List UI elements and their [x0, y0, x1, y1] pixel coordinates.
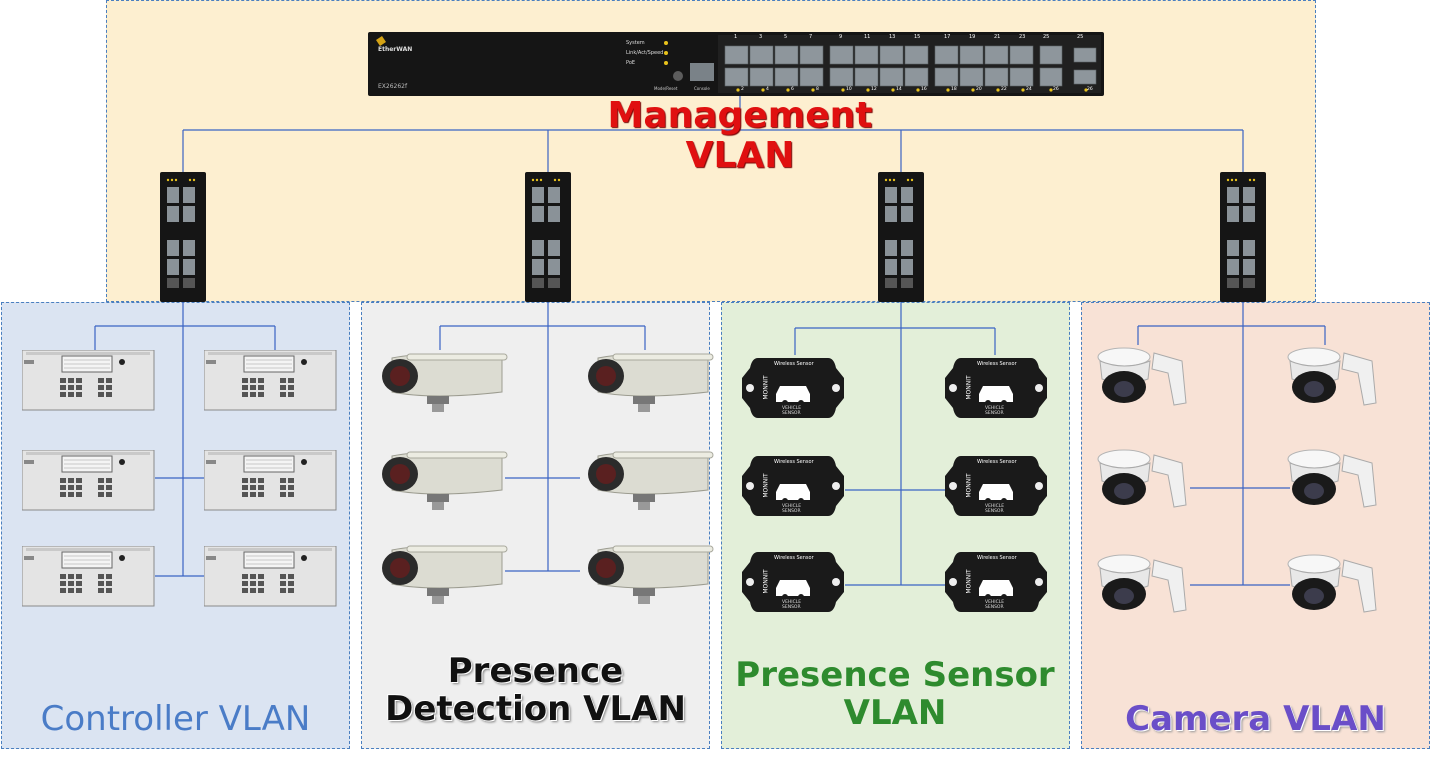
network-switch-icon	[368, 32, 1104, 96]
core-switch-model: EX26262f	[378, 83, 408, 90]
port-number: 11	[864, 34, 871, 40]
box-camera-icon	[587, 353, 714, 413]
port-number: 20	[976, 87, 982, 92]
sensor-brand: MONNIT	[965, 569, 973, 594]
sensor-line1: VEHICLE	[985, 504, 1005, 509]
box-camera-icon	[381, 451, 508, 511]
vehicle-sensor: Wireless Sensor MONNIT VEHICLE SENSOR	[742, 450, 846, 520]
management-vlan-label: Management VLAN	[607, 95, 873, 177]
sensor-header: Wireless Sensor	[774, 555, 814, 561]
port-number: 9	[839, 34, 843, 40]
port-number: 22	[1001, 87, 1007, 92]
sensor-line1: VEHICLE	[985, 406, 1005, 411]
box-camera-icon	[381, 353, 508, 413]
sensor-line1: VEHICLE	[985, 600, 1005, 605]
port-number: 17	[944, 34, 951, 40]
sensor-brand: MONNIT	[965, 375, 973, 400]
sensor-line1: VEHICLE	[782, 600, 802, 605]
vehicle-sensor: Wireless Sensor MONNIT VEHICLE SENSOR	[742, 352, 846, 422]
port-number: 25	[1077, 34, 1084, 40]
port-number: 24	[1026, 87, 1032, 92]
din-rail-switch-icon	[878, 172, 924, 302]
camera-vlan-label: Camera VLAN	[1125, 699, 1386, 739]
port-number: 12	[871, 87, 877, 92]
traffic-controller-icon	[22, 546, 155, 607]
traffic-controller-icon	[204, 546, 337, 607]
port-number: 3	[759, 34, 763, 40]
port-number: 25	[1043, 34, 1050, 40]
ptz-dome-camera-icon	[1287, 449, 1377, 508]
ptz-dome-camera-icon	[1287, 554, 1377, 613]
port-number: 14	[896, 87, 902, 92]
box-camera-icon	[381, 545, 508, 605]
vehicle-sensor: Wireless Sensor MONNIT VEHICLE SENSOR	[945, 450, 1049, 520]
sensor-header: Wireless Sensor	[977, 555, 1017, 561]
vehicle-sensor: Wireless Sensor MONNIT VEHICLE SENSOR	[945, 352, 1049, 422]
sensor-brand: MONNIT	[762, 569, 770, 594]
port-number: 7	[809, 34, 813, 40]
port-number: 1	[734, 34, 738, 40]
core-switch-led-link: Link/Act/Speed	[626, 50, 664, 56]
ptz-dome-camera-icon	[1097, 347, 1187, 406]
sensor-line2: SENSOR	[782, 411, 801, 416]
port-number: 10	[846, 87, 852, 92]
box-camera-icon	[587, 451, 714, 511]
sensor-line2: SENSOR	[782, 605, 801, 610]
core-switch-brand: EtherWAN	[378, 46, 413, 53]
core-switch-console: Console	[694, 86, 710, 91]
sensor-line2: SENSOR	[782, 509, 801, 514]
sensor-line2: SENSOR	[985, 411, 1004, 416]
box-camera-icon	[587, 545, 714, 605]
core-switch-led-system: System	[626, 40, 645, 46]
din-rail-switch-icon	[160, 172, 206, 302]
din-rail-switch-icon	[525, 172, 571, 302]
core-switch: EtherWAN EX26262f System Link/Act/Speed …	[368, 32, 1104, 96]
sensor-header: Wireless Sensor	[774, 459, 814, 465]
port-number: 15	[914, 34, 921, 40]
ptz-dome-camera-icon	[1097, 554, 1187, 613]
ptz-dome-camera-icon	[1287, 347, 1377, 406]
port-number: 18	[951, 87, 957, 92]
port-number: 19	[969, 34, 976, 40]
port-number: 26	[1053, 87, 1059, 92]
core-switch-mode-button: Mode/Reset	[654, 86, 678, 91]
din-rail-switch-icon	[1220, 172, 1266, 302]
presence-sensor-vlan-label: Presence Sensor VLAN	[735, 655, 1055, 734]
sensor-line1: VEHICLE	[782, 406, 802, 411]
sensor-brand: MONNIT	[762, 473, 770, 498]
port-number: 23	[1019, 34, 1026, 40]
traffic-controller-icon	[22, 450, 155, 511]
port-number: 8	[816, 87, 819, 92]
port-number: 13	[889, 34, 896, 40]
vehicle-sensor: Wireless Sensor MONNIT VEHICLE SENSOR	[742, 546, 846, 616]
core-switch-led-poe: PoE	[626, 60, 636, 66]
sensor-line2: SENSOR	[985, 605, 1004, 610]
sensor-brand: MONNIT	[965, 473, 973, 498]
port-number: 21	[994, 34, 1001, 40]
port-number: 4	[766, 87, 769, 92]
sensor-header: Wireless Sensor	[774, 361, 814, 367]
ptz-dome-camera-icon	[1097, 449, 1187, 508]
traffic-controller-icon	[204, 450, 337, 511]
sensor-header: Wireless Sensor	[977, 361, 1017, 367]
traffic-controller-icon	[204, 350, 337, 411]
port-number: 16	[921, 87, 927, 92]
sensor-header: Wireless Sensor	[977, 459, 1017, 465]
port-number: 26	[1087, 87, 1093, 92]
port-number: 2	[741, 87, 744, 92]
port-number: 5	[784, 34, 788, 40]
sensor-line1: VEHICLE	[782, 504, 802, 509]
presence-detection-vlan-label: Presence Detection VLAN	[385, 651, 686, 730]
controller-vlan-label: Controller VLAN	[40, 699, 311, 739]
sensor-brand: MONNIT	[762, 375, 770, 400]
traffic-controller-icon	[22, 350, 155, 411]
sensor-line2: SENSOR	[985, 509, 1004, 514]
vehicle-sensor: Wireless Sensor MONNIT VEHICLE SENSOR	[945, 546, 1049, 616]
port-number: 6	[791, 87, 794, 92]
